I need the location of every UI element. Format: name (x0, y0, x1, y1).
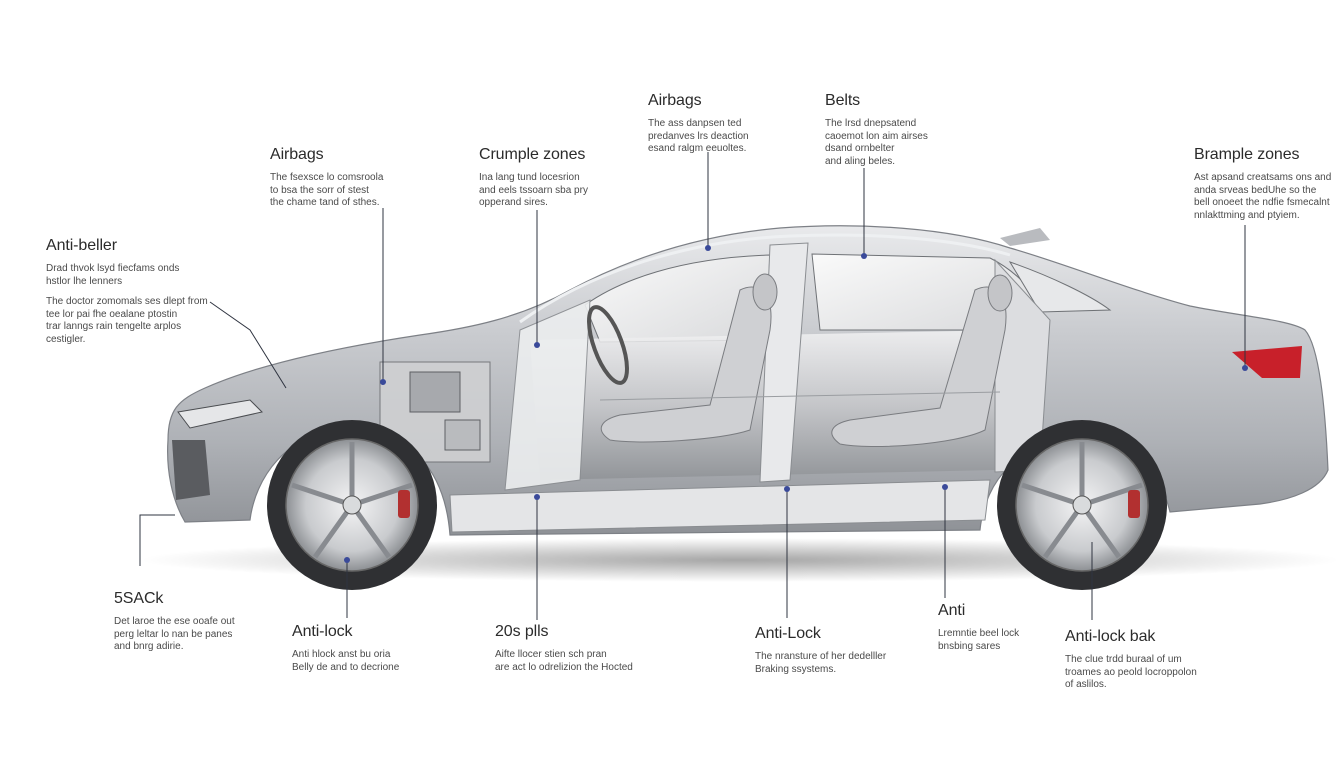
marker-belts (861, 253, 867, 259)
callout-description: Aifte llocer stien sch pran are act lo o… (495, 649, 633, 673)
a-pillar (504, 299, 591, 491)
marker-airbags-left (380, 379, 386, 385)
front-brake-caliper (398, 490, 410, 518)
callout-anti: Anti Lremntie beel lock bnsbing sares (938, 602, 1168, 653)
engine-block (409, 371, 461, 413)
marker-anti-lock-1 (344, 557, 350, 563)
callout-description: Drad thvok lsyd fiecfams onds hstlor lhe… (46, 263, 180, 287)
front-grille (172, 440, 210, 500)
front-spokes (291, 442, 413, 559)
markers (344, 245, 1248, 563)
callout-description: The clue trdd buraal of um troames ao pe… (1065, 654, 1197, 690)
leader-anti-beller (209, 301, 287, 389)
marker-brample-zones (1242, 365, 1248, 371)
engine-part (444, 419, 481, 451)
callout-description: Lremntie beel lock bnsbing sares (938, 628, 1020, 652)
rear-spoiler (1000, 228, 1050, 246)
callout-description: Det laroe the ese ooafe out perg leltar … (114, 616, 235, 652)
marker-pills (534, 494, 540, 500)
front-headrest (752, 273, 778, 311)
callout-title: Anti-Lock (755, 625, 821, 642)
marker-anti (942, 484, 948, 490)
callout-description: Ina lang tund locesrion and eels tssoarn… (479, 172, 588, 208)
steering-wheel (587, 305, 629, 385)
callout-title: Crumple zones (479, 146, 586, 163)
callout-description: Ast apsand creatsams ons and anda srveas… (1194, 172, 1332, 221)
callout-title: Anti-lock (292, 623, 353, 640)
callout-description: The fsexsce lo comsroola to bsa the sorr… (270, 172, 384, 208)
callout-anti-lock-1: Anti-lock Anti hlock anst bu oria Belly … (292, 623, 522, 674)
callout-anti-beller: Anti-beller Drad thvok lsyd fiecfams ond… (46, 237, 276, 346)
callout-description: Anti hlock anst bu oria Belly de and to … (292, 649, 400, 673)
callout-brample-zones: Brample zones Ast apsand creatsams ons a… (1194, 146, 1339, 222)
callout-title: Anti-lock bak (1065, 628, 1156, 645)
callout-title: Anti-beller (46, 237, 117, 254)
callout-description-secondary: The doctor zomomals ses dlept from tee l… (46, 296, 208, 345)
front-hub (342, 495, 362, 515)
callout-airbags-top: Airbags The ass danpsen ted predanves lr… (648, 92, 878, 156)
callout-pills: 20s plls Aifte llocer stien sch pran are… (495, 623, 725, 674)
door-line (599, 391, 1001, 401)
callout-description: The lrsd dnepsatend caoemot lon aim airs… (825, 118, 928, 167)
marker-crumple-zones (534, 342, 540, 348)
callout-anti-lock-bak: Anti-lock bak The clue trdd buraal of um… (1065, 628, 1295, 692)
callout-crumple-zones: Crumple zones Ina lang tund locesrion an… (479, 146, 709, 210)
callout-description: The ass danpsen ted predanves lrs deacti… (648, 118, 749, 154)
callout-title: Anti (938, 602, 966, 619)
callout-title: Belts (825, 92, 861, 109)
callout-title: Airbags (648, 92, 702, 109)
roof-line (519, 233, 1011, 324)
callout-title: 20s plls (495, 623, 549, 640)
quarter-window (1008, 261, 1112, 313)
callout-title: Brample zones (1194, 146, 1300, 163)
rear-spokes (1021, 442, 1143, 559)
callout-description: The nransture of her dedelller Braking s… (755, 651, 887, 675)
rear-headrest (987, 274, 1013, 312)
headlight (177, 399, 263, 429)
leader-ssack (139, 514, 175, 566)
side-sill (449, 479, 991, 533)
leader-lines (139, 152, 1246, 620)
taillight (1232, 346, 1302, 378)
callout-title: 5SACk (114, 590, 164, 607)
rear-hub (1072, 495, 1092, 515)
callout-ssack: 5SACk Det laroe the ese ooafe out perg l… (114, 590, 344, 654)
rear-brake-caliper (1128, 490, 1140, 518)
callout-airbags-left: Airbags The fsexsce lo comsroola to bsa … (270, 146, 500, 210)
marker-airbags-top (705, 245, 711, 251)
marker-anti-lock-2 (784, 486, 790, 492)
callout-title: Airbags (270, 146, 324, 163)
callout-anti-lock-2: Anti-Lock The nransture of her dedelller… (755, 625, 985, 676)
callout-belts: Belts The lrsd dnepsatend caoemot lon ai… (825, 92, 1055, 168)
